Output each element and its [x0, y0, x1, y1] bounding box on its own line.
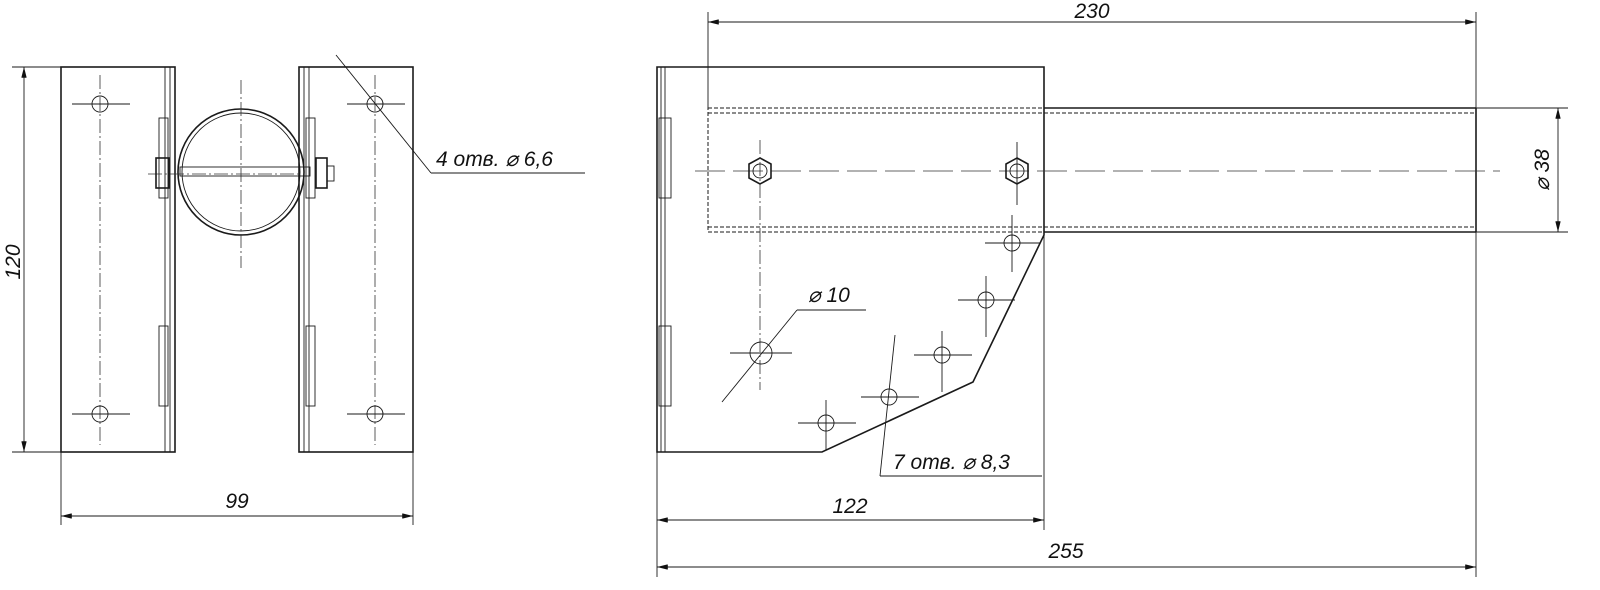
front-view: 120 99 4 отв. ⌀ 6,6 — [2, 54, 585, 525]
dimension-120: 120 — [2, 66, 61, 453]
dimension-label: 255 — [1047, 540, 1083, 563]
dimension-255: 255 — [657, 232, 1477, 577]
bolts — [748, 140, 1029, 390]
nut-icon — [315, 157, 328, 189]
left-plate — [60, 66, 176, 453]
dimension-diameter-38: ⌀ 38 — [1476, 107, 1568, 233]
callout-7-holes: 7 отв. ⌀ 8,3 — [879, 334, 1042, 477]
pipe-clamp — [148, 80, 335, 268]
callout-diameter-10: ⌀ 10 — [721, 284, 866, 403]
callout-4-holes: 4 отв. ⌀ 6,6 — [335, 54, 585, 174]
nut-icon — [155, 157, 170, 189]
tube — [695, 107, 1500, 233]
dimension-99: 99 — [60, 452, 414, 525]
dimension-label: 230 — [1073, 0, 1109, 23]
callout-label: ⌀ 10 — [808, 284, 850, 307]
dimension-label: 99 — [225, 490, 249, 513]
dimension-label: 122 — [832, 495, 867, 518]
mount-holes-right — [730, 215, 1040, 450]
dimension-label: ⌀ 38 — [1531, 149, 1554, 191]
callout-label: 4 отв. ⌀ 6,6 — [436, 148, 553, 171]
callout-label: 7 отв. ⌀ 8,3 — [893, 451, 1010, 474]
mount-holes-left — [72, 95, 405, 423]
side-view: 230 ⌀ 38 122 255 ⌀ 10 7 отв. ⌀ 8,3 — [656, 0, 1568, 577]
dimension-label: 120 — [2, 244, 25, 279]
right-plate — [298, 66, 414, 453]
dimension-230: 230 — [707, 0, 1477, 108]
dimension-122: 122 — [656, 235, 1045, 577]
